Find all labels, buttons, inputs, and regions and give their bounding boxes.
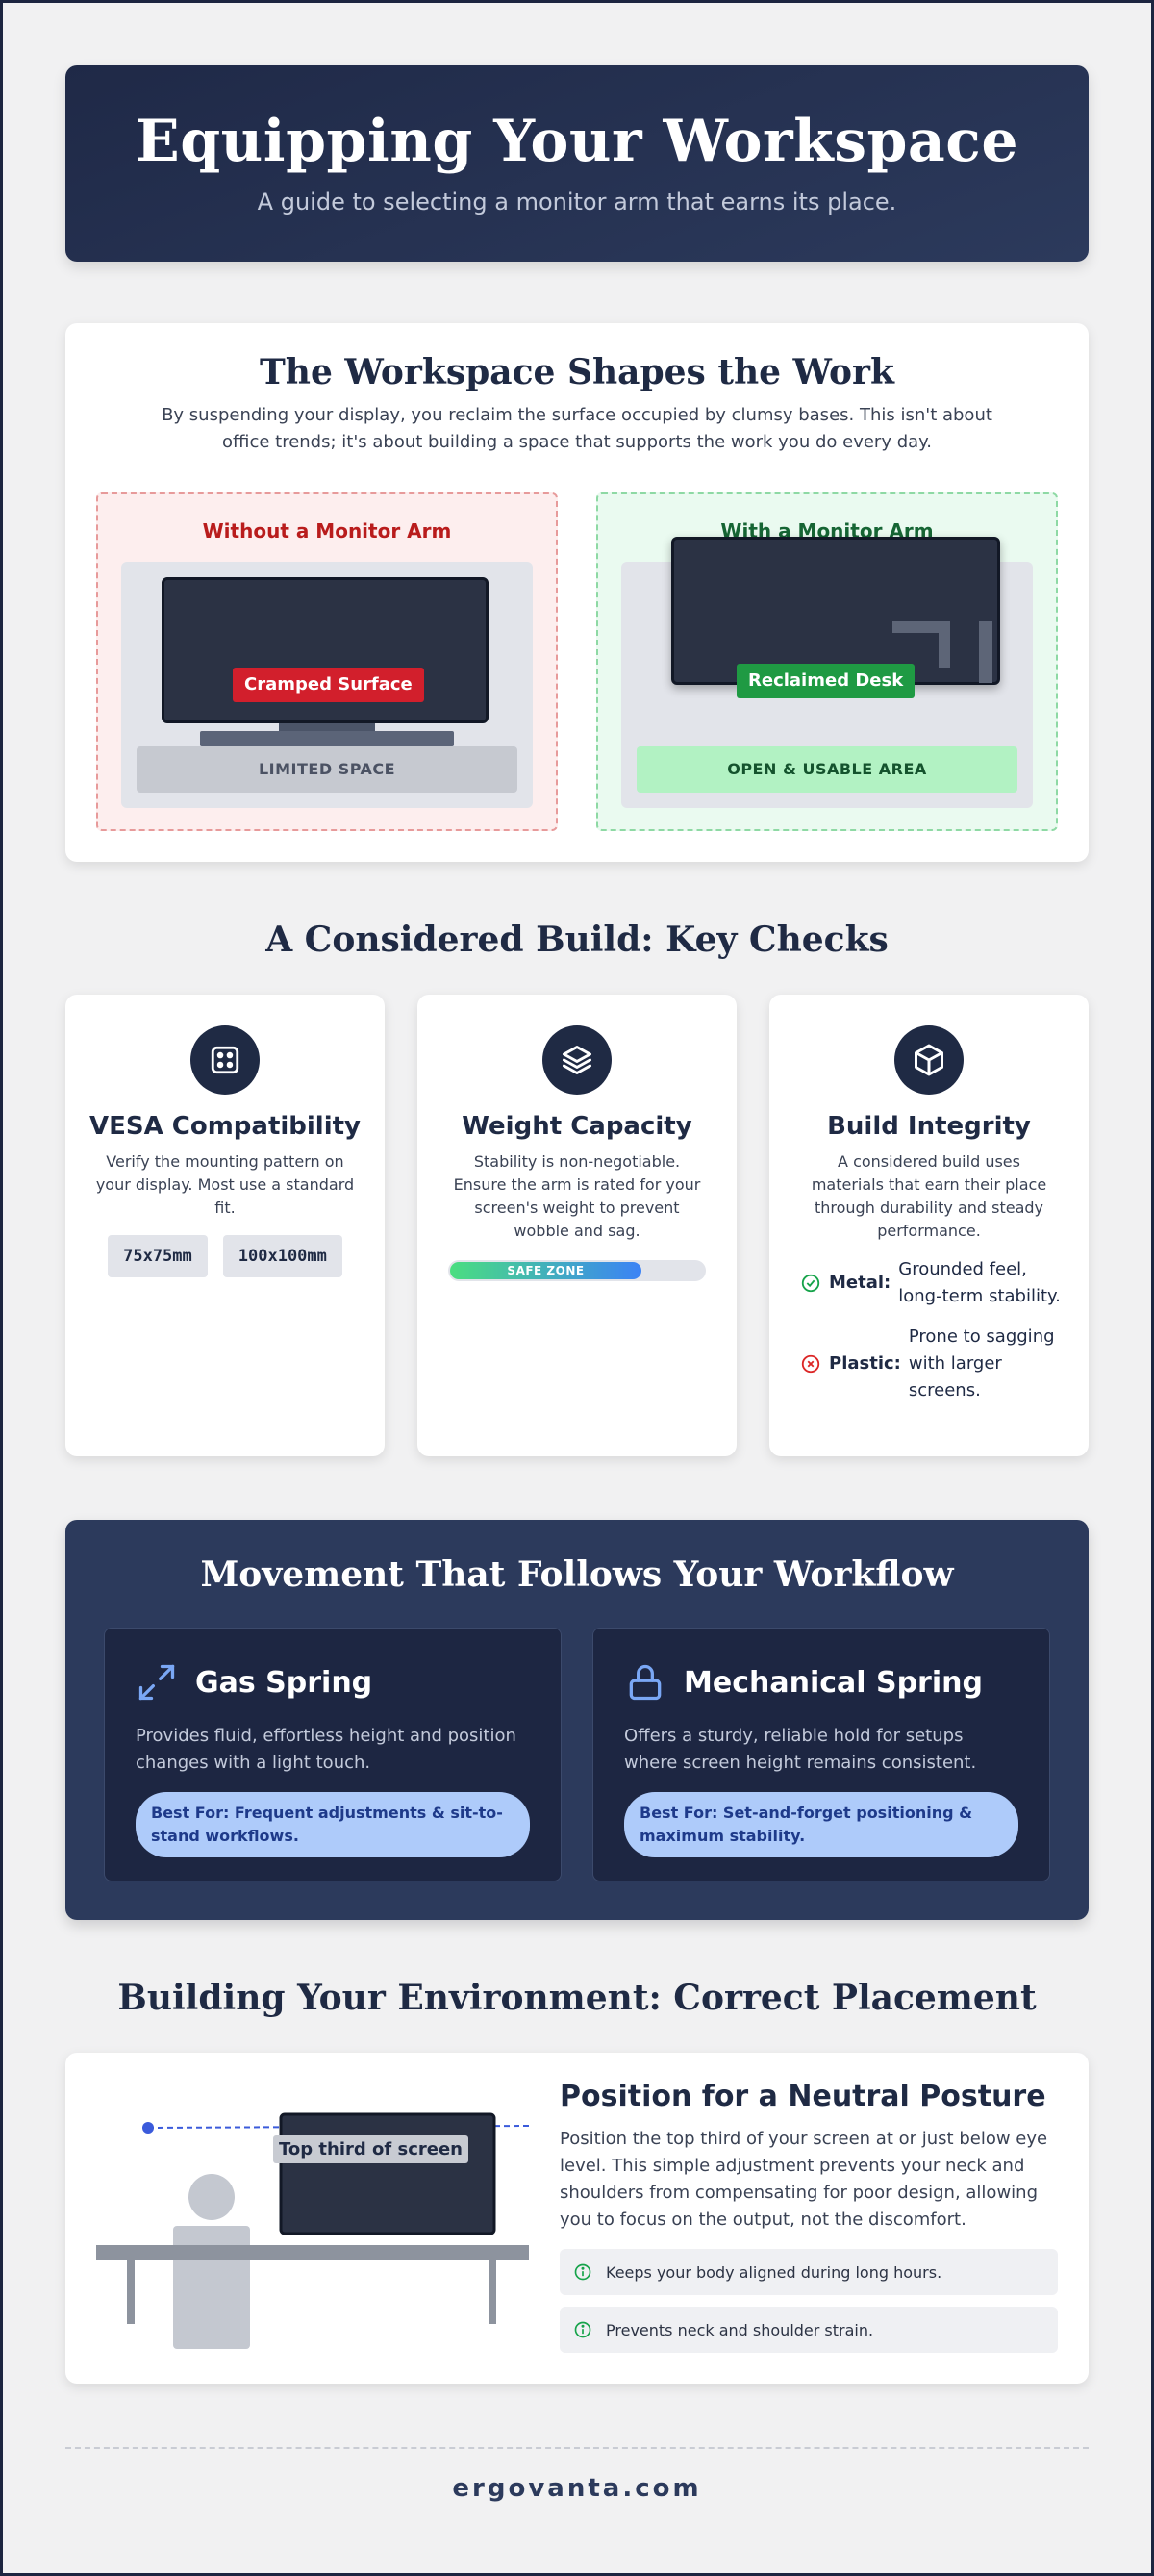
layers-icon: [542, 1025, 612, 1095]
page-subtitle: A guide to selecting a monitor arm that …: [257, 189, 897, 215]
vesa-pattern-100: 100x100mm: [222, 1235, 342, 1277]
workspace-card: The Workspace Shapes the Work By suspend…: [65, 323, 1089, 862]
placement-bullet-text: Prevents neck and shoulder strain.: [606, 2320, 874, 2339]
placement-card: Top third of screen Position for a Neutr…: [65, 2053, 1089, 2384]
hero-banner: Equipping Your Workspace A guide to sele…: [65, 65, 1089, 262]
gas-spring-card: Gas Spring Provides fluid, effortless he…: [104, 1628, 562, 1881]
desk-illustration-open: OPEN & USABLE AREA Reclaimed Desk: [621, 537, 1033, 808]
checks-title: A Considered Build: Key Checks: [265, 920, 889, 960]
info-circle-icon: [574, 2263, 591, 2281]
footer-divider: [65, 2447, 1089, 2449]
placement-desc: Position the top third of your screen at…: [560, 2129, 1048, 2230]
mechanical-spring-title: Mechanical Spring: [684, 1665, 983, 1700]
plastic-row: Plastic: Prone to sagging with larger sc…: [800, 1324, 1089, 1404]
weight-card: Weight Capacity Stability is non-negotia…: [417, 995, 737, 1456]
check-circle-icon: [801, 1274, 820, 1293]
metal-text: Grounded feel, long-term stability.: [898, 1259, 1061, 1306]
movement-section: Movement That Follows Your Workflow Gas …: [65, 1520, 1089, 1920]
placement-title: Position for a Neutral Posture: [560, 2080, 1046, 2113]
monitor-arm-joint: [939, 621, 950, 668]
monitor-stand-neck: [279, 723, 375, 733]
vesa-desc: Verify the mounting pattern on your disp…: [95, 1152, 355, 1217]
workspace-lead: By suspending your display, you reclaim …: [162, 405, 992, 452]
placement-bullet-text: Keeps your body aligned during long hour…: [606, 2262, 942, 2282]
weight-capacity-bar: SAFE ZONE: [448, 1260, 706, 1281]
movement-title: Movement That Follows Your Workflow: [200, 1554, 954, 1595]
info-circle-icon: [574, 2321, 591, 2338]
cramped-surface-tag: Cramped Surface: [233, 668, 424, 702]
vesa-pattern-75: 75x75mm: [108, 1235, 208, 1277]
footer-site-link[interactable]: ergovanta.com: [452, 2474, 702, 2503]
limited-space-surface: LIMITED SPACE: [137, 746, 517, 793]
weight-title: Weight Capacity: [462, 1112, 692, 1141]
top-third-screen-label: Top third of screen: [273, 2135, 468, 2163]
weight-safe-zone-fill: SAFE ZONE: [450, 1262, 641, 1279]
metal-label: Metal:: [829, 1273, 891, 1293]
build-title: Build Integrity: [827, 1112, 1031, 1141]
weight-desc: Stability is non-negotiable. Ensure the …: [453, 1152, 701, 1240]
x-circle-icon: [801, 1354, 820, 1374]
vesa-card: VESA Compatibility Verify the mounting p…: [65, 995, 385, 1456]
monitor-on-arm: [671, 537, 1000, 685]
with-arm-panel: With a Monitor Arm OPEN & USABLE AREA Re…: [596, 492, 1058, 831]
build-desc: A considered build uses materials that e…: [811, 1152, 1047, 1240]
vesa-patterns: 75x75mm 100x100mm: [65, 1235, 385, 1277]
lock-icon: [629, 1664, 662, 1701]
without-arm-title: Without a Monitor Arm: [202, 519, 452, 543]
open-usable-surface: OPEN & USABLE AREA: [637, 746, 1017, 793]
gas-spring-desc: Provides fluid, effortless height and po…: [136, 1726, 516, 1773]
reclaimed-desk-tag: Reclaimed Desk: [737, 664, 916, 698]
gas-spring-best-for: Best For: Frequent adjustments & sit-to-…: [136, 1792, 530, 1857]
plastic-label: Plastic:: [829, 1353, 901, 1374]
placement-section-title: Building Your Environment: Correct Place…: [117, 1978, 1037, 2018]
cube-icon: [894, 1025, 964, 1095]
build-card: Build Integrity A considered build uses …: [769, 995, 1089, 1456]
mechanical-spring-desc: Offers a sturdy, reliable hold for setup…: [624, 1726, 977, 1773]
page-title: Equipping Your Workspace: [135, 108, 1019, 175]
monitor-stand-base: [200, 731, 454, 746]
expand-arrows-icon: [138, 1664, 175, 1701]
desk-illustration-cramped: LIMITED SPACE Cramped Surface: [121, 562, 533, 808]
placement-bullet: Prevents neck and shoulder strain.: [560, 2307, 1058, 2353]
metal-row: Metal: Grounded feel, long-term stabilit…: [800, 1256, 1089, 1310]
gas-spring-title: Gas Spring: [195, 1665, 373, 1700]
mechanical-spring-best-for: Best For: Set-and-forget positioning & m…: [624, 1792, 1018, 1857]
mechanical-spring-card: Mechanical Spring Offers a sturdy, relia…: [592, 1628, 1050, 1881]
placement-bullet: Keeps your body aligned during long hour…: [560, 2249, 1058, 2295]
vesa-grid-icon: [190, 1025, 260, 1095]
workspace-title: The Workspace Shapes the Work: [260, 352, 894, 392]
monitor-arm-segment: [892, 621, 950, 633]
monitor-arm-clamp: [979, 621, 992, 683]
plastic-text: Prone to sagging with larger screens.: [908, 1326, 1055, 1401]
without-arm-panel: Without a Monitor Arm LIMITED SPACE Cram…: [96, 492, 558, 831]
vesa-title: VESA Compatibility: [88, 1112, 362, 1141]
